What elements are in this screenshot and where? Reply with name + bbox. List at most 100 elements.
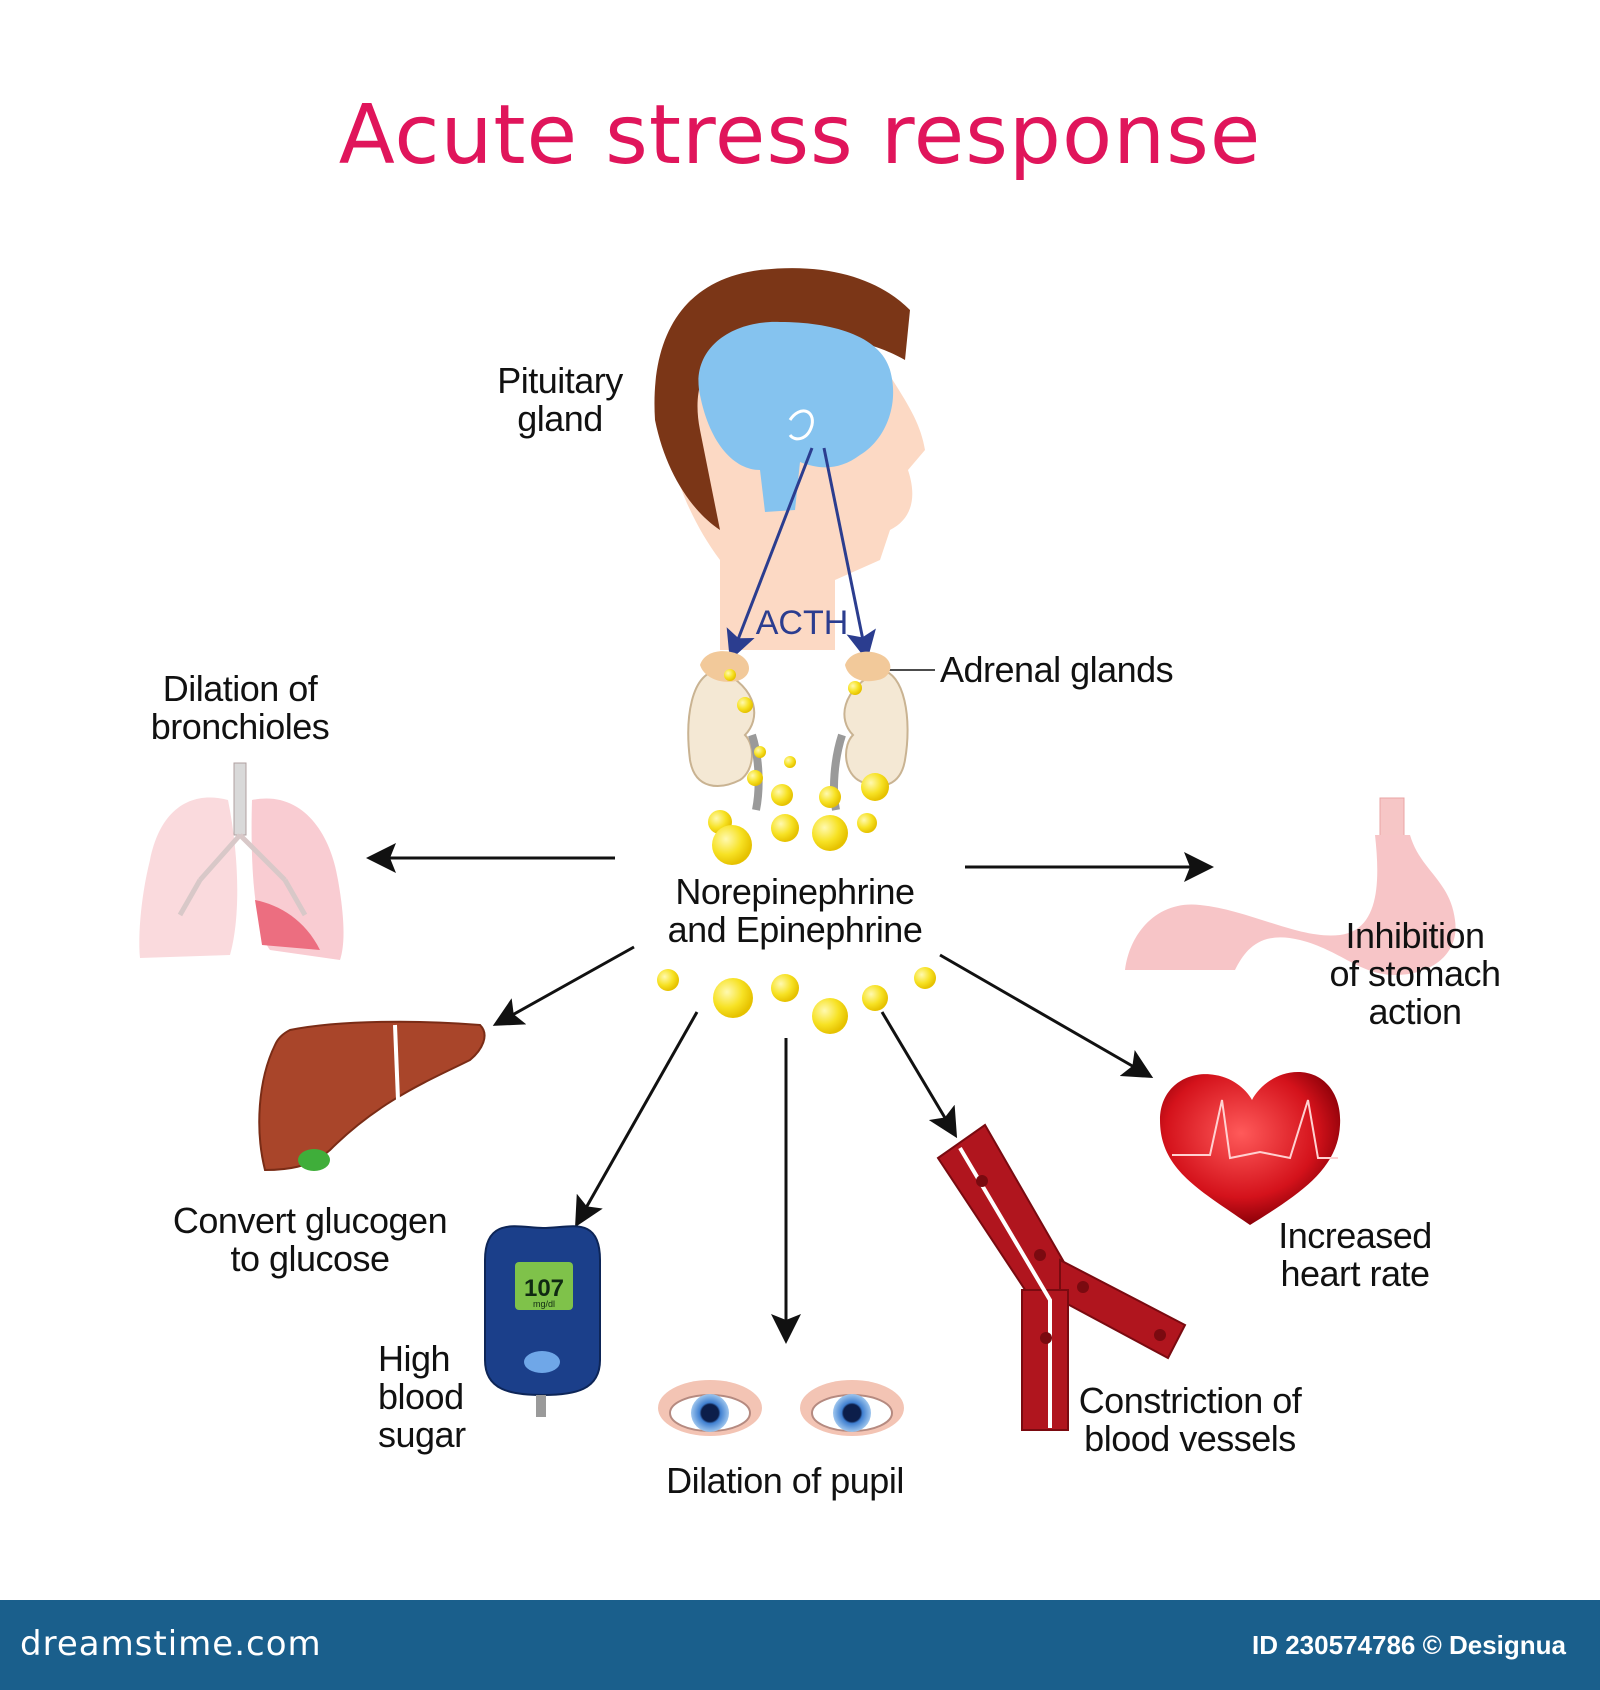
- heartbeat-line-icon: [1172, 1099, 1338, 1160]
- label-line: High: [378, 1338, 451, 1379]
- label-line: blood vessels: [1084, 1418, 1296, 1459]
- label-line: Increased: [1278, 1215, 1432, 1256]
- label-line: action: [1368, 991, 1462, 1032]
- label-line: Pituitary: [497, 360, 623, 401]
- vessel-right-branch: [1059, 1258, 1187, 1360]
- hormone-dot: [812, 998, 848, 1034]
- diagram-title: Acute stress response: [338, 88, 1262, 183]
- left-kidney-shape: [687, 668, 756, 787]
- hormone-dot: [857, 813, 877, 833]
- hormone-dot: [754, 746, 766, 758]
- left-adrenal-shape: [700, 651, 749, 682]
- label-line: to glucose: [230, 1238, 390, 1279]
- heart-illustration: [1160, 1072, 1341, 1225]
- label-line: sugar: [378, 1414, 466, 1455]
- kidneys-illustration: [687, 651, 909, 811]
- heart-shape: [1160, 1072, 1341, 1225]
- glucometer-screen: [515, 1262, 573, 1310]
- label-line: and Epinephrine: [667, 909, 923, 950]
- arrow-to-heart: [939, 953, 1154, 1078]
- label-pupil: Dilation of pupil: [666, 1460, 904, 1501]
- hormone-dot: [771, 974, 799, 1002]
- label-blood-sugar: High blood sugar: [378, 1340, 498, 1454]
- arrow-to-liver: [492, 945, 635, 1026]
- footer-logo: dreamstime.com: [20, 1624, 322, 1664]
- head-illustration: [654, 268, 925, 650]
- hormone-dots-upper: [708, 669, 889, 865]
- trachea-shape: [233, 762, 247, 836]
- hormone-dot: [771, 814, 799, 842]
- label-line: Constriction of: [1078, 1380, 1302, 1421]
- blood-cell: [1034, 1249, 1046, 1261]
- arrow-to-vessels: [880, 1011, 958, 1139]
- bronchi-shape: [177, 833, 308, 917]
- hormone-dot: [724, 669, 736, 681]
- blood-cell: [1040, 1332, 1052, 1344]
- label-adrenal-glands: Adrenal glands: [940, 649, 1174, 690]
- right-kidney-shape: [843, 668, 909, 787]
- pituitary-gland-shape: [788, 409, 814, 441]
- blood-cell: [1077, 1281, 1089, 1293]
- label-line: blood: [378, 1376, 464, 1417]
- hormone-dot: [862, 985, 888, 1011]
- eyes-illustration: [658, 1380, 904, 1436]
- hormone-dot: [737, 697, 753, 713]
- glucometer-strip: [536, 1395, 546, 1417]
- hormone-dot: [747, 770, 763, 786]
- label-liver: Convert glucogen to glucose: [170, 1202, 450, 1278]
- blood-cell: [1154, 1329, 1166, 1341]
- label-acth: ACTH: [755, 604, 849, 642]
- acth-arrow-right: [822, 447, 876, 661]
- hormone-dot: [861, 773, 889, 801]
- label-line: Norepinephrine: [675, 871, 915, 912]
- hormone-dot: [812, 815, 848, 851]
- hormone-dot: [914, 967, 936, 989]
- esophagus-shape: [1379, 797, 1405, 839]
- brain-shape: [698, 321, 894, 512]
- label-hormones: Norepinephrine and Epinephrine: [640, 873, 950, 949]
- label-pituitary-gland: Pituitary gland: [470, 362, 650, 438]
- label-line: bronchioles: [150, 706, 330, 747]
- glucometer-reading: 107: [524, 1275, 564, 1302]
- right-eye-iris: [833, 1394, 871, 1432]
- glucometer-button-icon: [524, 1351, 560, 1373]
- hormone-dot: [712, 825, 752, 865]
- vessel-highlight: [958, 1146, 1052, 1428]
- footer-image-id: ID 230574786 © Designua: [1252, 1630, 1566, 1660]
- gallbladder-shape: [298, 1149, 330, 1171]
- hormone-dot: [771, 784, 793, 806]
- label-heart-rate: Increased heart rate: [1270, 1217, 1440, 1293]
- liver-ligament-shape: [393, 1024, 400, 1101]
- liver-illustration: [258, 1020, 486, 1172]
- blood-cell: [976, 1175, 988, 1187]
- right-adrenal-shape: [845, 651, 891, 682]
- stomach-shape: [1125, 835, 1456, 975]
- label-line: Dilation of: [162, 668, 318, 709]
- label-stomach: Inhibition of stomach action: [1320, 917, 1510, 1031]
- hormone-dot: [819, 786, 841, 808]
- hormone-dot: [784, 756, 796, 768]
- blood-vessel-illustration: [936, 1123, 1187, 1431]
- hormone-dots-lower: [657, 967, 936, 1034]
- acth-arrow-left: [726, 447, 814, 661]
- glucometer-unit: mg/dl: [533, 1299, 555, 1309]
- left-eye-iris: [691, 1394, 729, 1432]
- left-lung-shape: [139, 797, 238, 958]
- label-bronchioles: Dilation of bronchioles: [120, 670, 360, 746]
- glucometer-illustration: 107 mg/dl: [484, 1225, 601, 1417]
- vessel-trunk: [1021, 1289, 1069, 1431]
- lungs-illustration: [139, 762, 344, 960]
- hormone-dot: [848, 681, 862, 695]
- lung-lobe-shape: [255, 900, 320, 950]
- hormone-dot: [657, 969, 679, 991]
- label-blood-vessels: Constriction of blood vessels: [1070, 1382, 1310, 1458]
- liver-shape: [258, 1020, 486, 1172]
- label-line: Inhibition: [1345, 915, 1485, 956]
- label-line: gland: [517, 398, 603, 439]
- stomach-illustration: [1125, 797, 1456, 975]
- hormone-dot: [713, 978, 753, 1018]
- watermark-footer-bar: dreamstime.com ID 230574786 © Designua: [0, 1600, 1600, 1690]
- label-line: of stomach: [1329, 953, 1501, 994]
- label-line: Convert glucogen: [172, 1200, 448, 1241]
